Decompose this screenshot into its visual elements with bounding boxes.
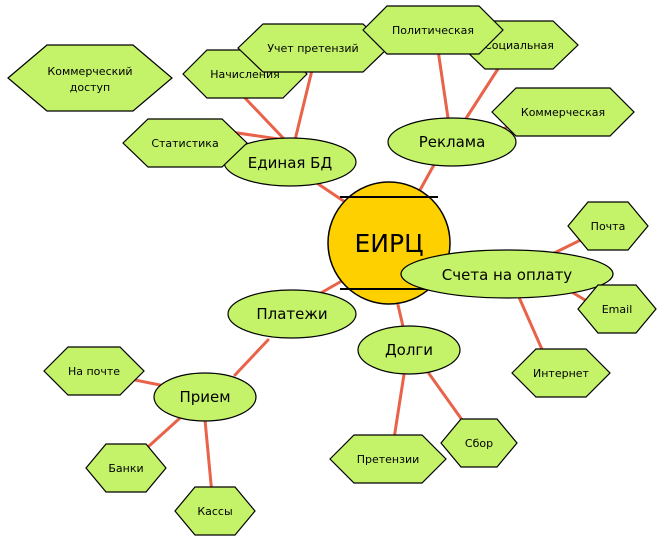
- node-sbor: Сбор: [440, 418, 518, 468]
- node-scheta: Счета на оплату: [400, 249, 614, 299]
- node-kassy: Кассы: [174, 486, 256, 536]
- center-label: ЕИРЦ: [355, 229, 424, 258]
- node-statistika: Статистика: [122, 118, 248, 168]
- node-priem-label: Прием: [179, 388, 230, 406]
- node-uchet-pretenziy-label: Учет претензий: [267, 42, 358, 55]
- node-uchet-pretenziy: Учет претензий: [237, 23, 389, 73]
- node-email: Email: [577, 284, 657, 334]
- node-na-pochte-label: На почте: [68, 365, 120, 378]
- edge-reklama-politicheskaya: [436, 48, 450, 120]
- edge-platezhi-priem: [233, 338, 270, 377]
- node-socialnaya-label: Социальная: [484, 39, 554, 52]
- node-platezhi-label: Платежи: [256, 305, 327, 323]
- node-pretenzii: Претензии: [329, 434, 447, 484]
- node-reklama: Реклама: [387, 117, 517, 167]
- edge-bd-uchet: [293, 68, 314, 142]
- node-kommercheskaya: Коммерческая: [491, 87, 635, 137]
- node-sbor-label: Сбор: [465, 437, 493, 450]
- node-internet: Интернет: [511, 348, 611, 398]
- node-reklama-label: Реклама: [419, 133, 486, 151]
- node-na-pochte: На почте: [43, 346, 145, 396]
- node-pretenzii-label: Претензии: [357, 453, 420, 466]
- node-kommercheskiy-dostup-line1: Коммерческий: [47, 65, 132, 78]
- node-kassy-label: Кассы: [197, 505, 232, 518]
- node-kommercheskiy-dostup: Коммерческий доступ: [7, 44, 173, 112]
- node-politicheskaya: Политическая: [362, 5, 504, 55]
- node-politicheskaya-label: Политическая: [392, 24, 474, 37]
- node-platezhi: Платежи: [227, 289, 357, 339]
- node-banki: Банки: [85, 443, 167, 493]
- edge-bd-nachisleniya: [243, 96, 287, 142]
- node-scheta-label: Счета на оплату: [442, 266, 573, 284]
- node-email-label: Email: [602, 303, 633, 316]
- node-banki-label: Банки: [108, 462, 143, 475]
- node-statistika-label: Статистика: [151, 137, 218, 150]
- node-kommercheskiy-dostup-line2: доступ: [70, 81, 111, 94]
- node-priem: Прием: [153, 372, 257, 422]
- node-pochta: Почта: [567, 201, 649, 251]
- edge-dolgi-pretenzii: [391, 366, 407, 447]
- node-dolgi: Долги: [357, 325, 461, 375]
- node-internet-label: Интернет: [533, 367, 590, 380]
- node-pochta-label: Почта: [591, 220, 626, 233]
- node-dolgi-label: Долги: [385, 341, 433, 359]
- node-kommercheskaya-label: Коммерческая: [521, 106, 605, 119]
- node-edinaya-bd-label: Единая БД: [248, 154, 332, 172]
